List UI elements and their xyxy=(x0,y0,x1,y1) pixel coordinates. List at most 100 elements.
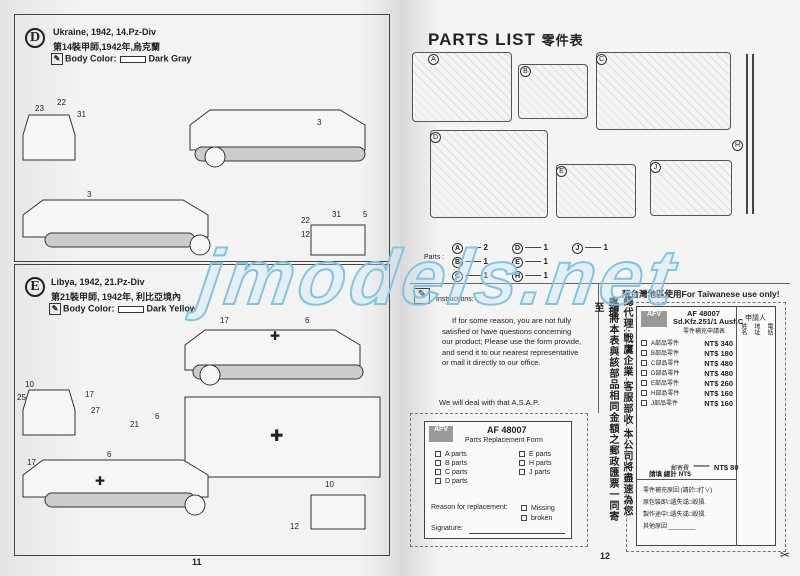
reason-label: Reason for replacement: xyxy=(431,504,508,511)
scheme-letter: D xyxy=(25,28,45,48)
svg-text:21: 21 xyxy=(130,420,139,429)
svg-text:27: 27 xyxy=(91,406,100,415)
svg-text:10: 10 xyxy=(325,480,334,489)
parts-checkbox[interactable]: H parts xyxy=(519,459,552,468)
parts-checkbox[interactable]: D parts xyxy=(435,477,468,486)
parts-checkbox[interactable]: C parts xyxy=(435,468,468,477)
parts-count: D —— 1 xyxy=(512,243,572,254)
parts-checkbox[interactable]: B parts xyxy=(435,459,468,468)
paint-brush-icon: ✎ xyxy=(49,303,61,315)
body-color-label: Body Color: xyxy=(65,53,117,64)
front-view xyxy=(22,114,76,161)
parts-count: B —— 1 xyxy=(452,257,512,268)
reason-line[interactable]: 原包裝即□遺失或□毀損. xyxy=(643,500,706,506)
svg-text:3: 3 xyxy=(317,118,322,127)
sprue-d xyxy=(430,130,548,218)
page-number: 12 xyxy=(600,551,611,561)
color-name: Dark Yellow xyxy=(146,303,197,314)
signature-line[interactable] xyxy=(469,533,565,534)
scheme-letter: E xyxy=(25,277,45,297)
form-code: AF 48007 xyxy=(487,425,527,435)
form-model: Sd.Kfz.251/1 Ausf.C xyxy=(673,317,744,326)
sprue-label: A xyxy=(428,54,439,65)
svg-text:23: 23 xyxy=(35,104,44,113)
parts-counts: A —— 2 D —— 1 J —— 1 B —— 1 E —— 1 C —— … xyxy=(452,243,652,282)
parts-checkbox[interactable]: E parts xyxy=(519,450,552,459)
cut-out-area xyxy=(410,413,588,547)
right-page: PARTS LIST 零件表 A B C D E J H Parts : A —… xyxy=(400,0,800,576)
svg-text:17: 17 xyxy=(220,316,229,325)
parts-checklist-right: E parts H parts J parts xyxy=(519,450,552,477)
form-title: Parts Replacement Form xyxy=(465,437,543,444)
parts-count: C —— 1 xyxy=(452,271,512,282)
sprue-b xyxy=(518,64,588,119)
svg-text:17: 17 xyxy=(27,458,36,467)
cut-out-area xyxy=(626,302,786,552)
page-number: 11 xyxy=(192,557,202,567)
sprue-e xyxy=(556,164,636,218)
parts-count: E —— 1 xyxy=(512,257,572,268)
svg-text:3: 3 xyxy=(87,190,92,199)
sprue-label: C xyxy=(596,54,607,65)
color-swatch xyxy=(119,55,146,63)
signature-label: Signature: xyxy=(431,525,463,532)
parts-checkbox[interactable]: A parts xyxy=(435,450,468,459)
parts-count: A —— 2 xyxy=(452,243,512,254)
form-subtitle: 零件補充申請表 xyxy=(683,329,726,335)
reason-checkbox[interactable]: Missing xyxy=(521,504,555,514)
scheme-e-panel: E Libya, 1942, 21.Pz-Div 第21裝甲師, 1942年, … xyxy=(14,264,390,556)
color-name: Dark Gray xyxy=(148,53,192,64)
top-view xyxy=(184,396,381,478)
reason-checkbox[interactable]: broken xyxy=(521,514,555,524)
form-code: AF 48007 xyxy=(687,309,720,318)
scheme-title: Libya, 1942, 21.Pz-Div xyxy=(51,277,145,287)
sprue-c xyxy=(596,52,731,130)
svg-text:6: 6 xyxy=(305,316,310,325)
parts-count: J —— 1 xyxy=(572,243,632,254)
sprue-label: J xyxy=(650,162,661,173)
svg-text:6: 6 xyxy=(155,412,160,421)
paint-brush-icon: ✎ xyxy=(414,288,430,304)
afv-logo: AFV xyxy=(641,311,667,327)
reason-line[interactable]: 製作途中□遺失或□毀損. xyxy=(643,512,706,518)
reason-header: 零件補充原因:(請於□打∨) xyxy=(643,488,713,494)
scheme-title-zh: 第21裝甲師, 1942年, 利比亞境內 xyxy=(51,292,182,302)
applicant-header: 申請人 xyxy=(745,315,766,322)
sprue-label: D xyxy=(430,132,441,143)
heading-zh: 零件表 xyxy=(541,33,584,48)
applicant-field: 姓名 xyxy=(740,323,746,335)
reason-line[interactable]: 其他原因 xyxy=(643,524,668,530)
total-row[interactable]: 請填 總計 NT$ xyxy=(649,471,691,478)
svg-text:12: 12 xyxy=(301,230,310,239)
parts-count: H —— 1 xyxy=(512,271,572,282)
svg-text:31: 31 xyxy=(77,110,86,119)
body-color-label: Body Color: xyxy=(63,303,115,314)
column-divider xyxy=(736,307,737,545)
paint-brush-icon: ✎ xyxy=(51,53,63,65)
instructions-footer: We will deal with that A.S.A.P. xyxy=(439,398,540,407)
applicant-fields: 姓名 地址 電話 xyxy=(739,323,774,335)
parts-replacement-form: AFV AF 48007 Parts Replacement Form A pa… xyxy=(424,421,572,539)
reason-checklist: Missing broken xyxy=(521,504,555,524)
svg-text:22: 22 xyxy=(301,216,310,225)
body-color: ✎Body Color: Dark Yellow xyxy=(49,303,197,315)
sprue-label: H xyxy=(732,140,743,151)
heading-en: PARTS LIST xyxy=(428,30,536,49)
side-view-bottom xyxy=(22,199,209,238)
rear-view xyxy=(310,224,366,256)
scheme-title-zh: 第14裝甲師,1942年,烏克蘭 xyxy=(53,42,161,52)
body-color: ✎Body Color: Dark Gray xyxy=(51,53,192,65)
vertical-instructions-zh: 請將本表與該部品相同金額之郵政匯票一同寄至 xyxy=(592,302,618,522)
parts-checkbox[interactable]: J parts xyxy=(519,468,552,477)
taiwan-order-form: AFV AF 48007 Sd.Kfz.251/1 Ausf.C 零件補充申請表… xyxy=(636,306,776,546)
